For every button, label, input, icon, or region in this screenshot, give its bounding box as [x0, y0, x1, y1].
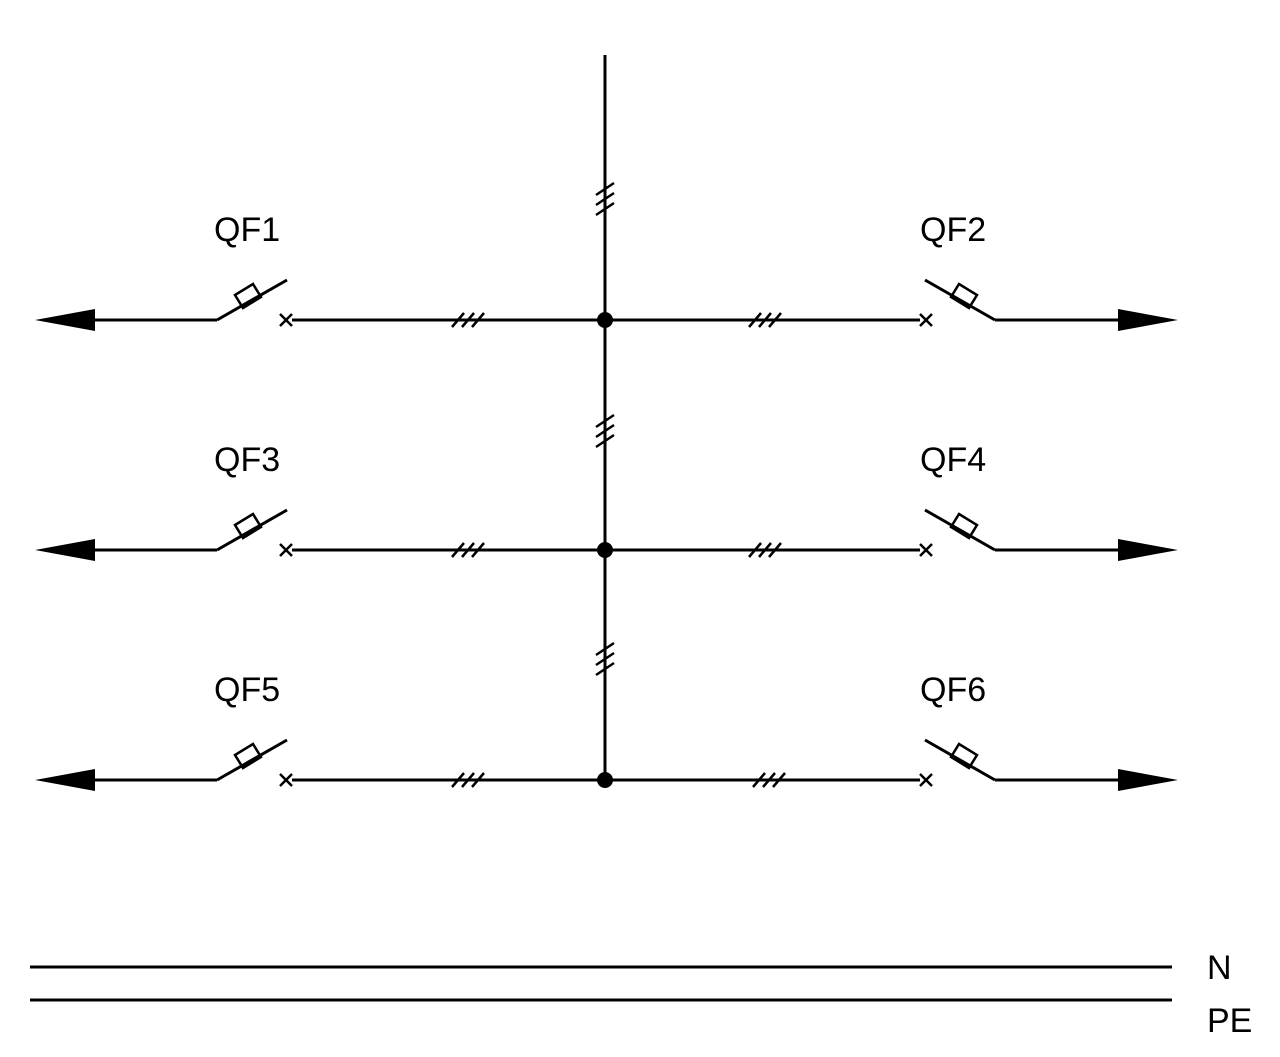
bus-junction-1 [597, 312, 613, 328]
outgoing-arrow-right-2 [1118, 539, 1178, 561]
breaker-label-qf6: QF6 [920, 671, 986, 709]
outgoing-arrow-left-3 [35, 769, 95, 791]
outgoing-arrow-right-1 [1118, 309, 1178, 331]
breaker-terminal-qf2 [919, 313, 933, 327]
breaker-label-qf5: QF5 [214, 671, 280, 709]
phase-ticks-left-1 [451, 312, 485, 328]
breaker-contact-qf5 [216, 738, 288, 782]
breaker-terminal-qf4 [919, 543, 933, 557]
phase-ticks-right-2 [748, 542, 782, 558]
breaker-terminal-qf3 [279, 543, 293, 557]
outgoing-arrow-right-3 [1118, 769, 1178, 791]
breaker-label-qf2: QF2 [920, 211, 986, 249]
breaker-label-qf1: QF1 [214, 211, 280, 249]
phase-ticks-left-3 [451, 772, 485, 788]
breaker-terminal-qf6 [919, 773, 933, 787]
breaker-latch-qf2 [949, 282, 979, 310]
neutral-label: N [1207, 949, 1232, 987]
pe-label: PE [1207, 1002, 1252, 1040]
breaker-contact-qf6 [924, 738, 996, 782]
feeder-row-2 [35, 508, 1178, 561]
breaker-terminal-qf5 [279, 773, 293, 787]
outgoing-arrow-left-1 [35, 309, 95, 331]
outgoing-arrow-left-2 [35, 539, 95, 561]
breaker-contact-qf1 [216, 278, 288, 322]
breaker-label-qf4: QF4 [920, 441, 986, 479]
phase-ticks-right-3 [752, 772, 786, 788]
breaker-latch-qf3 [233, 512, 263, 540]
bus-phase-ticks-bottom [595, 641, 615, 677]
bus-junction-2 [597, 542, 613, 558]
bus-junction-3 [597, 772, 613, 788]
breaker-latch-qf6 [949, 742, 979, 770]
breaker-latch-qf4 [949, 512, 979, 540]
feeder-row-3 [35, 738, 1178, 791]
bus-phase-ticks-top [595, 181, 615, 217]
breaker-contact-qf4 [924, 508, 996, 552]
breaker-latch-qf1 [233, 282, 263, 310]
breaker-label-qf3: QF3 [214, 441, 280, 479]
feeder-row-1 [35, 278, 1178, 331]
breaker-contact-qf3 [216, 508, 288, 552]
phase-ticks-left-2 [451, 542, 485, 558]
breaker-contact-qf2 [924, 278, 996, 322]
breaker-terminal-qf1 [279, 313, 293, 327]
phase-ticks-right-1 [748, 312, 782, 328]
breaker-latch-qf5 [233, 742, 263, 770]
bus-phase-ticks-middle [595, 413, 615, 449]
